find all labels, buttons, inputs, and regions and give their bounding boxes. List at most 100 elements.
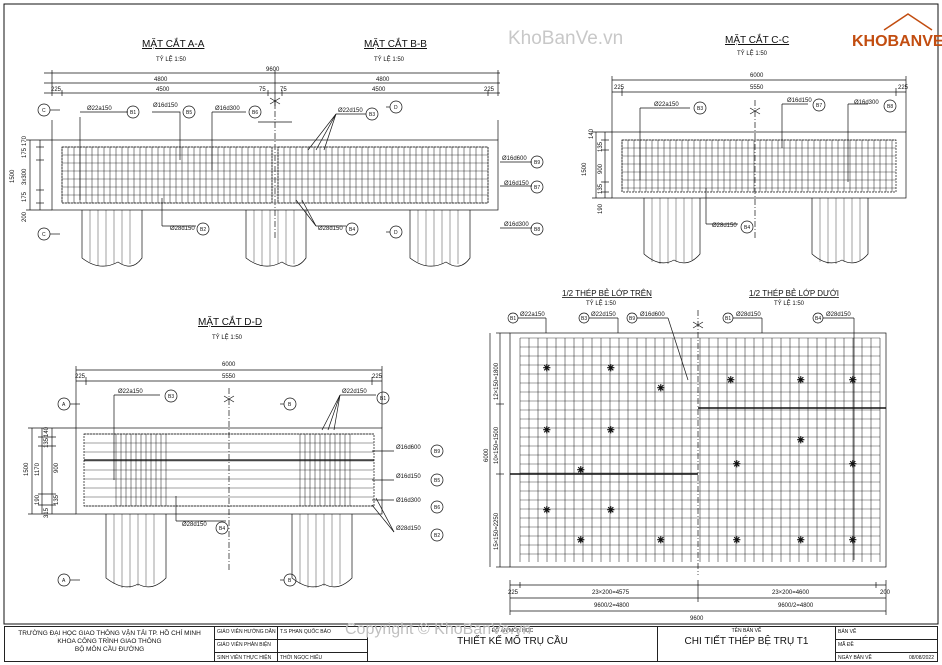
pile-position-mark: ✳ bbox=[797, 435, 805, 445]
view-c-scale: TỶ LỆ 1:50 bbox=[737, 49, 768, 57]
dim-d-v6: 135 bbox=[54, 494, 60, 505]
dim-plan-e1: 225 bbox=[508, 590, 519, 596]
d-tag-b5: B5 bbox=[434, 478, 440, 484]
c-bar-b5-label: Ø16d150 bbox=[787, 98, 812, 104]
c-tag-b7: B7 bbox=[816, 103, 822, 109]
dim-plan-v1: 12×150=1800 bbox=[494, 362, 500, 400]
dim-ab-v1: 170 bbox=[22, 135, 28, 146]
dim-plan-s2: 23×200=4600 bbox=[772, 590, 810, 596]
dim-plan-e2: 200 bbox=[880, 590, 891, 596]
dim-ab-v5: 175 bbox=[22, 191, 28, 202]
ab-bar-b1-label: Ø22a150 bbox=[87, 106, 112, 112]
ab-pile-hatch bbox=[89, 210, 459, 266]
d-bar-b1-label: Ø22a150 bbox=[118, 389, 143, 395]
section-cc-drawing bbox=[592, 76, 907, 264]
role-reviewer-label: GIÁO VIÊN PHẢN BIỆN bbox=[215, 640, 277, 653]
pile-position-mark: ✳ bbox=[797, 535, 805, 545]
d-bar-b5-label: Ø16d150 bbox=[396, 474, 421, 480]
dim-plan-h1: 9600/2=4800 bbox=[594, 603, 630, 609]
dim-plan-v2: 10×150=1500 bbox=[494, 426, 500, 464]
view-d-scale: TỶ LỆ 1:50 bbox=[212, 333, 243, 341]
dim-ab-l-mid: 4500 bbox=[156, 87, 170, 93]
plan-rebar-grid: ✳✳✳✳✳✳✳✳✳✳✳✳✳✳✳✳✳✳✳ bbox=[519, 337, 881, 562]
dim-c-total: 6000 bbox=[750, 73, 764, 79]
ab-tag-b5: B5 bbox=[186, 110, 192, 116]
plan-bar-b1-label: Ø22a150 bbox=[520, 312, 545, 318]
view-a-scale: TỶ LỆ 1:50 bbox=[156, 55, 187, 63]
dim-c-edge-l: 225 bbox=[614, 85, 625, 91]
role-advisor-label: GIÁO VIÊN HƯỚNG DẪN bbox=[215, 627, 277, 640]
dim-ab-total: 9600 bbox=[266, 67, 280, 73]
dim-plan-v3: 15×150=2250 bbox=[494, 512, 500, 550]
dim-ab-left: 4800 bbox=[154, 77, 168, 83]
ab-bar-b8-label: Ø16d300 bbox=[504, 222, 529, 228]
dim-d-v3: 1500 bbox=[24, 462, 30, 476]
ab-tag-b4: B4 bbox=[349, 227, 355, 233]
role-values: T.S PHAN QUỐC BẢO THỚI NGỌC HIẾU bbox=[278, 627, 368, 661]
plan-bar-b3-label: Ø22d150 bbox=[591, 312, 616, 318]
d-bar-b6-label: Ø16d300 bbox=[396, 498, 421, 504]
plan-tag-b1-right: B1 bbox=[725, 316, 731, 322]
d-bar-b3-label: Ø22d150 bbox=[342, 389, 367, 395]
meta-date-label: NGÀY BẢN VẼ bbox=[838, 655, 872, 661]
d-mark-b-top: B bbox=[288, 402, 292, 408]
role-reviewer-value bbox=[278, 640, 367, 653]
watermark-top: KhoBanVe.vn bbox=[508, 28, 623, 49]
ab-tag-b9: B9 bbox=[534, 160, 540, 166]
meta-code-label: MÃ ĐỀ bbox=[836, 640, 937, 653]
ab-mark-c-bottom: C bbox=[42, 232, 46, 238]
dim-c-v3: 1500 bbox=[582, 162, 588, 176]
dim-ab-c2: 75 bbox=[280, 87, 287, 93]
meta-date-value: 08/08/2022 bbox=[908, 655, 934, 661]
d-tag-b4: B4 bbox=[219, 526, 225, 532]
university-name: TRƯỜNG ĐẠI HỌC GIAO THÔNG VẬN TẢI TP. HỒ… bbox=[18, 630, 201, 637]
c-bar-b4-label: Ø28d150 bbox=[712, 223, 737, 229]
faculty-name: KHOA CÔNG TRÌNH GIAO THÔNG bbox=[57, 638, 162, 645]
view-b-title: MẶT CẮT B-B bbox=[364, 37, 427, 50]
dim-c-v5: 135 bbox=[598, 183, 604, 194]
section-dd-drawing bbox=[28, 366, 444, 588]
pile-position-mark: ✳ bbox=[733, 459, 741, 469]
dim-d-v2: 135 bbox=[44, 437, 50, 448]
meta-drawing-label: BẢN VẼ bbox=[836, 627, 937, 640]
pile-position-mark: ✳ bbox=[849, 535, 857, 545]
ab-bar-b6-label: Ø16d300 bbox=[215, 106, 240, 112]
pile-position-mark: ✳ bbox=[849, 459, 857, 469]
dim-d-v8: 315 bbox=[44, 507, 50, 518]
plan-bar-b2-label: Ø28d150 bbox=[736, 312, 761, 318]
c-tag-b8: B8 bbox=[887, 104, 893, 110]
pile-position-mark: ✳ bbox=[849, 375, 857, 385]
dim-plan-s1: 23×200=4575 bbox=[592, 590, 630, 596]
dim-ab-v3: 1500 bbox=[10, 169, 16, 183]
pile-position-mark: ✳ bbox=[727, 375, 735, 385]
d-mark-a-bottom: A bbox=[62, 578, 66, 584]
c-bar-b6-label: Ø16d300 bbox=[854, 100, 879, 106]
sheet-header: TÊN BẢN VẼ bbox=[731, 628, 762, 634]
dim-d-v7: 190 bbox=[35, 494, 41, 505]
view-d-title: MẶT CẮT D-D bbox=[198, 315, 262, 328]
plan-tag-b3: B3 bbox=[581, 316, 587, 322]
project-block: ĐỒ ÁN MÔN HỌC THIẾT KẾ MỐ TRỤ CẦU bbox=[368, 627, 658, 661]
d-mark-b-bottom: B bbox=[288, 578, 292, 584]
dim-ab-r-mid: 4500 bbox=[372, 87, 386, 93]
dim-plan-height: 6000 bbox=[484, 448, 490, 462]
pile-position-mark: ✳ bbox=[657, 383, 665, 393]
ab-tag-b2: B2 bbox=[200, 227, 206, 233]
ab-bar-b3-label: Ø22d150 bbox=[338, 108, 363, 114]
c-bar-b1-label: Ø22a150 bbox=[654, 102, 679, 108]
ab-tag-b8: B8 bbox=[534, 227, 540, 233]
ab-piles bbox=[81, 210, 471, 267]
view-top-title: 1/2 THÉP BẺ LỚP TRÊN bbox=[562, 289, 652, 298]
pile-position-mark: ✳ bbox=[543, 363, 551, 373]
d-tag-b9: B9 bbox=[434, 449, 440, 455]
ab-mark-c-top: C bbox=[42, 108, 46, 114]
dim-ab-c1: 75 bbox=[259, 87, 266, 93]
ab-bar-b5-label: Ø16d150 bbox=[153, 103, 178, 109]
d-mark-a-top: A bbox=[62, 402, 66, 408]
view-bottom-title: 1/2 THÉP BẺ LỚP DƯỚI bbox=[749, 289, 839, 298]
dim-ab-l-edge: 225 bbox=[51, 87, 62, 93]
pile-position-mark: ✳ bbox=[733, 535, 741, 545]
ab-bar-b7-label: Ø16d150 bbox=[504, 181, 529, 187]
d-bar-b9-label: Ø16d600 bbox=[396, 445, 421, 451]
